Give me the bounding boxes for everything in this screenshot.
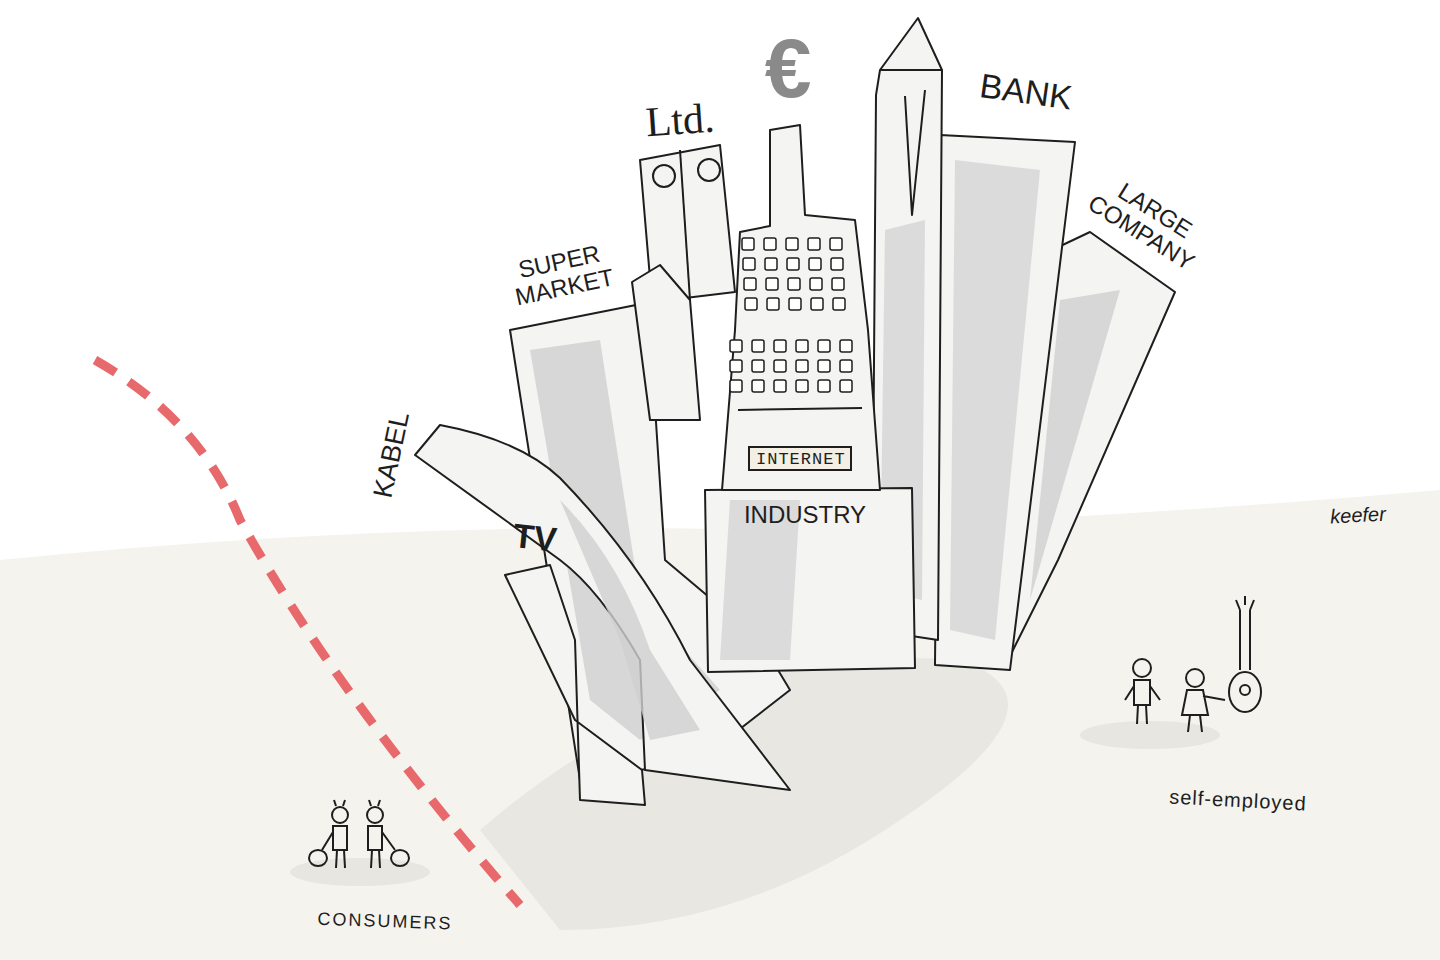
window xyxy=(818,380,830,392)
building-label: TV xyxy=(511,517,558,559)
internet-sign: INTERNET xyxy=(748,446,852,471)
window xyxy=(765,258,777,270)
window xyxy=(742,238,754,250)
self-employed-figures xyxy=(1125,596,1261,732)
bank-building xyxy=(935,135,1075,670)
euro-symbol: € xyxy=(765,22,812,114)
window xyxy=(840,360,852,372)
window xyxy=(808,238,820,250)
sign-text: INTERNET xyxy=(756,450,844,469)
window xyxy=(766,278,778,290)
building-label: INDUSTRY xyxy=(744,502,866,528)
window xyxy=(767,298,779,310)
window xyxy=(743,258,755,270)
window xyxy=(818,340,830,352)
window xyxy=(730,340,742,352)
window xyxy=(796,380,808,392)
window xyxy=(832,278,844,290)
window xyxy=(796,360,808,372)
window xyxy=(787,258,799,270)
window xyxy=(809,258,821,270)
industry-building xyxy=(705,488,915,672)
window xyxy=(840,340,852,352)
figure-shadow xyxy=(1080,721,1220,749)
window xyxy=(810,278,822,290)
window xyxy=(840,380,852,392)
window xyxy=(774,340,786,352)
window xyxy=(788,278,800,290)
consumer-figures xyxy=(309,800,409,868)
building-label: KABEL xyxy=(368,409,415,500)
window xyxy=(786,238,798,250)
window xyxy=(831,258,843,270)
window xyxy=(818,360,830,372)
building-label: SUPER MARKET xyxy=(483,234,641,317)
window xyxy=(774,380,786,392)
ltd-annex xyxy=(632,265,700,420)
window xyxy=(752,360,764,372)
kabel-building xyxy=(415,425,790,790)
window xyxy=(730,380,742,392)
boundary-line xyxy=(95,360,520,905)
window xyxy=(744,278,756,290)
window xyxy=(833,298,845,310)
window xyxy=(789,298,801,310)
building-label: Ltd. xyxy=(644,95,716,146)
window xyxy=(745,298,757,310)
window xyxy=(764,238,776,250)
window xyxy=(830,238,842,250)
window xyxy=(774,360,786,372)
building-label: BANK xyxy=(978,67,1075,117)
window xyxy=(796,340,808,352)
central-tower xyxy=(722,125,880,490)
window xyxy=(752,340,764,352)
window xyxy=(752,380,764,392)
window xyxy=(811,298,823,310)
signature: keefer xyxy=(1330,503,1387,528)
window xyxy=(730,360,742,372)
